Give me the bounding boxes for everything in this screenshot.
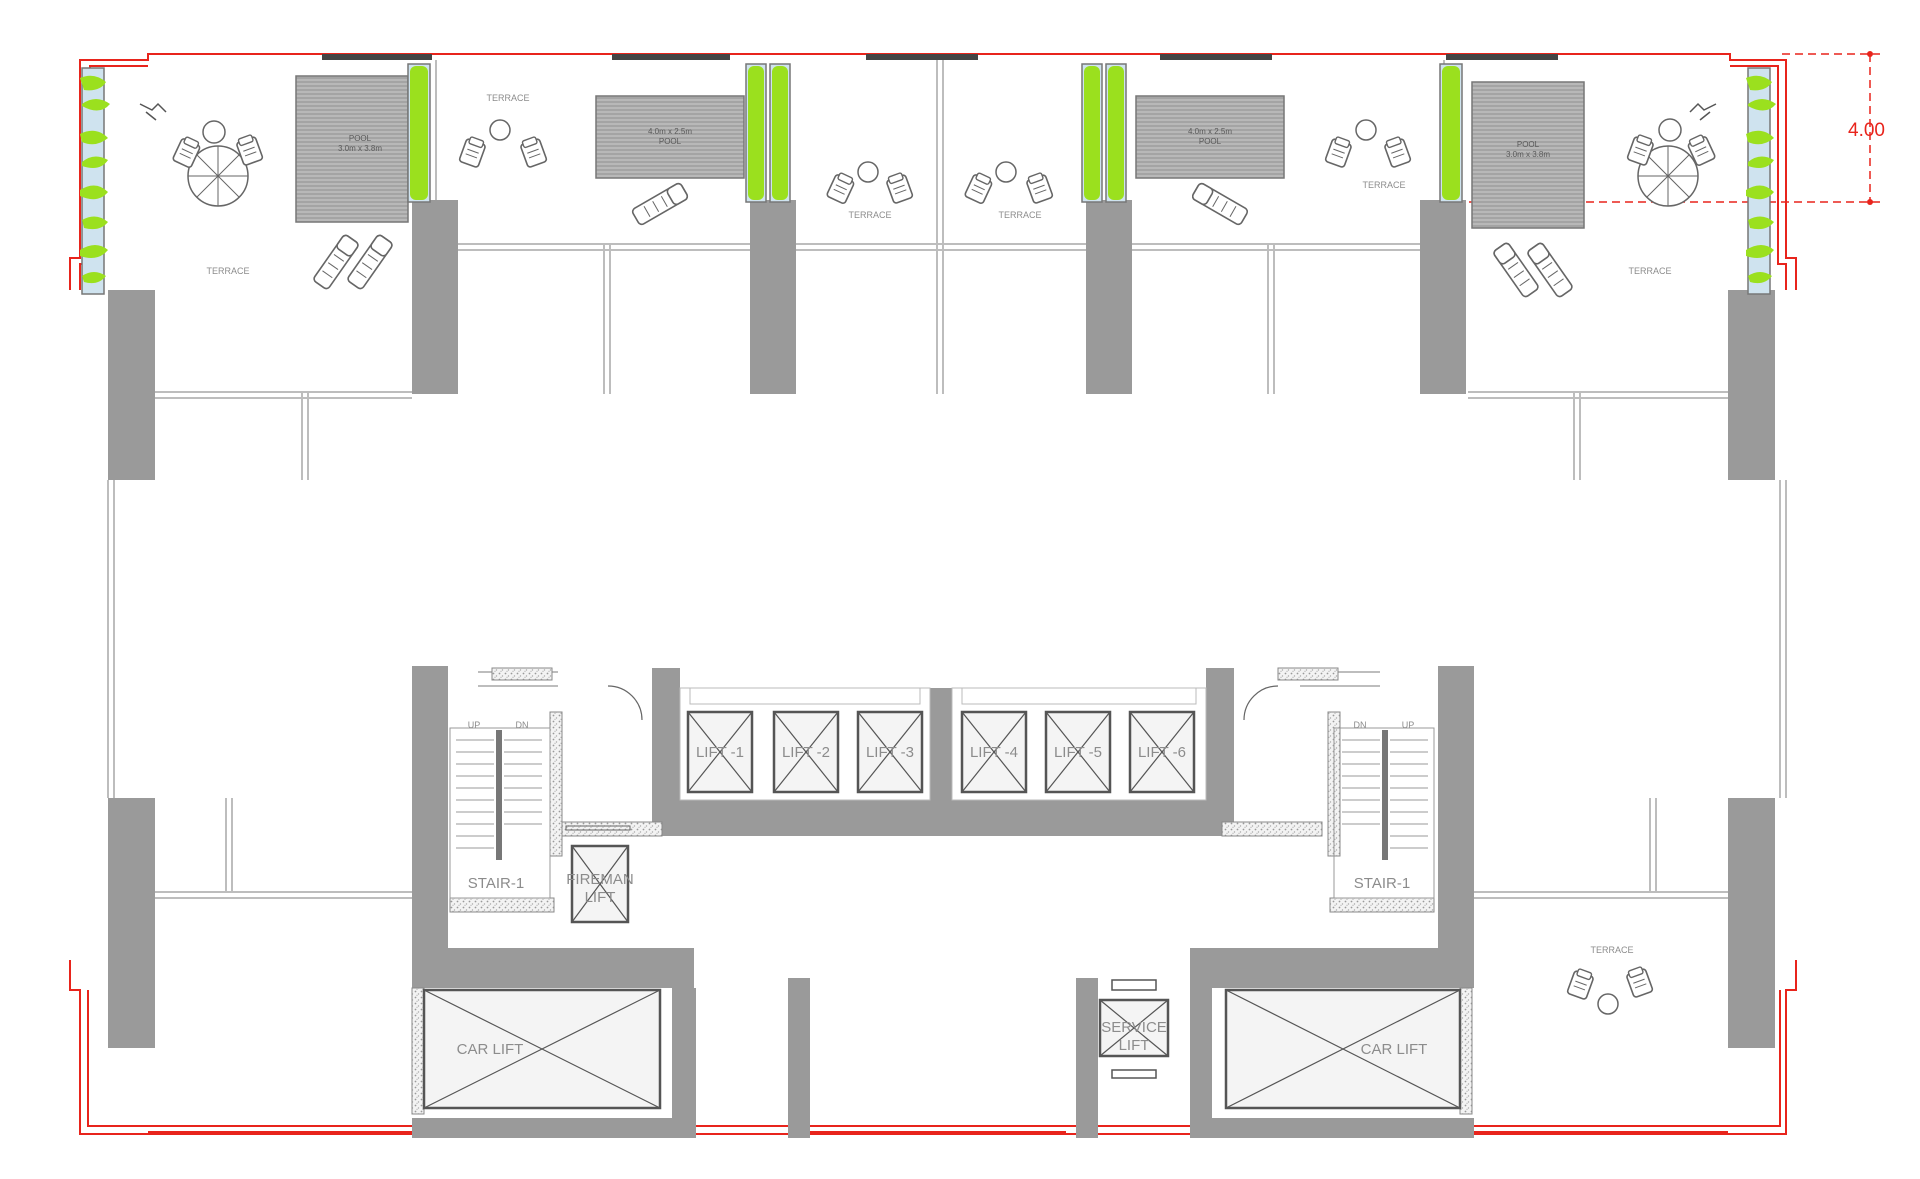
pool-c: 4.0m x 2.5m POOL — [1135, 95, 1285, 179]
svg-text:FIREMAN: FIREMAN — [566, 871, 634, 888]
svg-text:POOL: POOL — [1517, 140, 1540, 149]
terrace-label: TERRACE — [1628, 266, 1671, 276]
lift-bank: LIFT -1 LIFT -2 LIFT -3 LIFT -4 LIFT -5 … — [679, 687, 1207, 801]
terrace-label: TERRACE — [1590, 945, 1633, 955]
stair-left: UP DN STAIR-1 — [449, 685, 643, 899]
stair-right: DN UP STAIR-1 — [1243, 685, 1435, 899]
terrace-label: TERRACE — [998, 210, 1041, 220]
dimension-label: 4.00 — [1848, 120, 1885, 141]
svg-text:CAR LIFT: CAR LIFT — [1361, 1041, 1428, 1058]
pool-b: 4.0m x 2.5m POOL — [595, 95, 745, 179]
svg-text:LIFT: LIFT — [1119, 1037, 1150, 1054]
window-strips — [322, 54, 1558, 60]
lift-label: LIFT -6 — [1138, 744, 1186, 761]
planter-icon — [80, 63, 1776, 295]
pool-d: POOL 3.0m x 3.8m — [1471, 81, 1585, 229]
service-lift: SERVICE LIFT — [1098, 979, 1170, 1079]
svg-text:POOL: POOL — [349, 134, 372, 143]
svg-text:4.0m x 2.5m: 4.0m x 2.5m — [1188, 127, 1232, 136]
car-lift-right: CAR LIFT — [1224, 988, 1462, 1110]
door-swing-icon — [607, 685, 643, 721]
partition-lines — [107, 60, 1787, 899]
table-icon — [202, 118, 1682, 1015]
car-lift-left: CAR LIFT — [422, 988, 662, 1110]
svg-text:CAR LIFT: CAR LIFT — [457, 1041, 524, 1058]
structural-walls — [108, 200, 1775, 1138]
svg-text:3.0m x 3.8m: 3.0m x 3.8m — [1506, 150, 1550, 159]
stair-label: STAIR-1 — [1354, 875, 1410, 892]
svg-text:4.0m x 2.5m: 4.0m x 2.5m — [648, 127, 692, 136]
lift-label: LIFT -3 — [866, 744, 914, 761]
terrace-label: TERRACE — [206, 266, 249, 276]
svg-text:UP: UP — [468, 720, 481, 730]
terrace-labels: TERRACE TERRACE TERRACE TERRACE TERRACE … — [206, 93, 1671, 955]
lift-label: LIFT -2 — [782, 744, 830, 761]
svg-text:UP: UP — [1402, 720, 1415, 730]
door-swing-icon — [1243, 685, 1279, 721]
terrace-furniture — [139, 102, 1717, 1015]
svg-text:POOL: POOL — [659, 137, 682, 146]
svg-text:3.0m x 3.8m: 3.0m x 3.8m — [338, 144, 382, 153]
svg-text:SERVICE: SERVICE — [1101, 1019, 1167, 1036]
svg-text:DN: DN — [516, 720, 529, 730]
lift-label: LIFT -4 — [970, 744, 1018, 761]
lift-label: LIFT -1 — [696, 744, 744, 761]
terrace-label: TERRACE — [848, 210, 891, 220]
svg-text:POOL: POOL — [1199, 137, 1222, 146]
guitar-player-icon — [139, 102, 1717, 121]
terrace-label: TERRACE — [1362, 180, 1405, 190]
svg-text:LIFT: LIFT — [585, 889, 616, 906]
stair-label: STAIR-1 — [468, 875, 524, 892]
pool-a: POOL 3.0m x 3.8m — [295, 75, 409, 223]
svg-text:DN: DN — [1354, 720, 1367, 730]
lift-label: LIFT -5 — [1054, 744, 1102, 761]
terrace-label: TERRACE — [486, 93, 529, 103]
fireman-lift: FIREMAN LIFT — [565, 825, 634, 924]
